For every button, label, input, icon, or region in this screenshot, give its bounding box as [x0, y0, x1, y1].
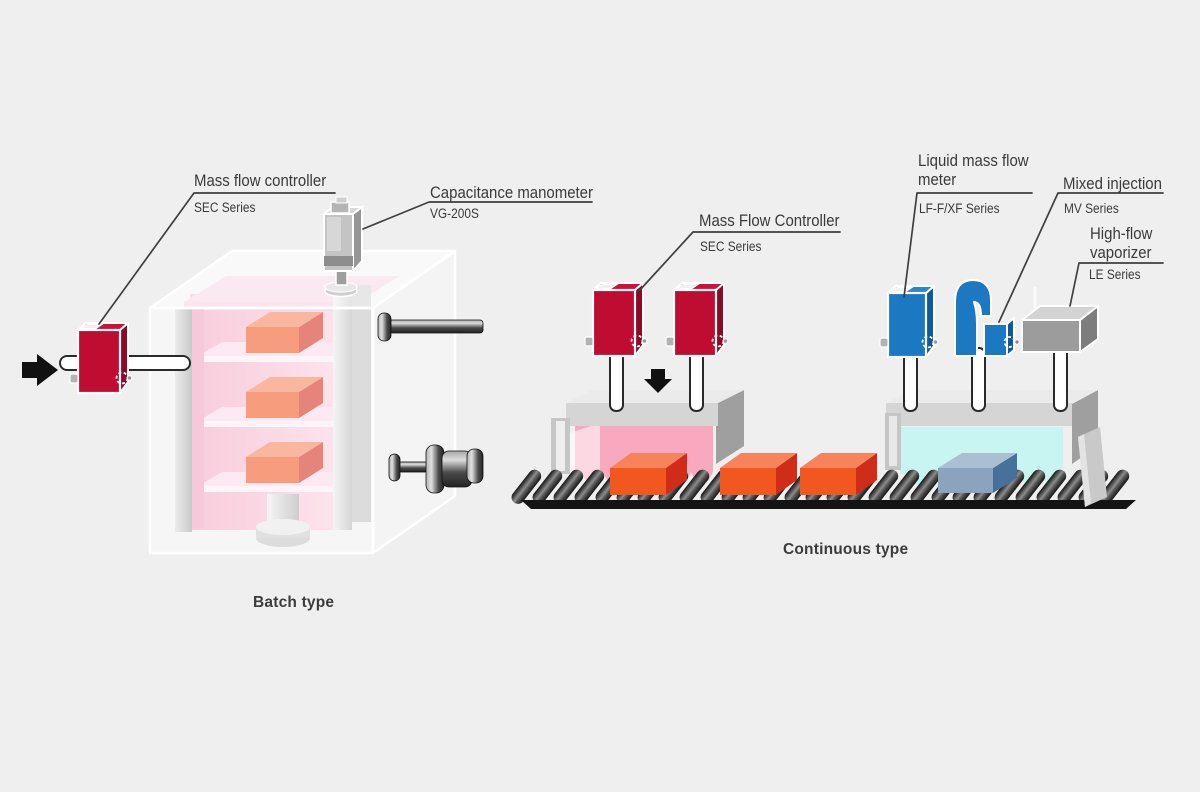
shelf-front	[198, 356, 335, 362]
batch-type-caption: Batch type	[253, 594, 335, 611]
label-cont-mfc-title: Mass Flow Controller	[699, 211, 840, 230]
hood-cyan-front-panel	[1078, 427, 1107, 507]
batch-mass-flow-controller-device	[69, 322, 133, 395]
oven-left-inner-wall	[192, 309, 204, 528]
pipe	[1053, 344, 1068, 412]
conveyor-box-orange	[610, 453, 687, 495]
conveyor-roller	[574, 469, 605, 504]
continuous-type-caption: Continuous type	[783, 541, 909, 558]
leader-mass-flow-controller	[98, 192, 336, 325]
mixed-injection-device	[954, 279, 1020, 357]
oven-right-wall	[352, 285, 371, 522]
conveyor-roller	[868, 469, 899, 504]
oven-pedestal	[256, 494, 310, 547]
conveyor-roller	[1036, 469, 1067, 504]
continuous-devices	[584, 282, 939, 359]
substrate-box	[246, 377, 323, 418]
exhaust-rod	[377, 312, 484, 342]
conveyor-roller	[1099, 469, 1130, 504]
shelf-front	[198, 421, 335, 427]
conveyor-base	[521, 500, 1136, 509]
label-cont-mfc-series: SEC Series	[700, 239, 762, 254]
label-vaporizer-title: High-flow vaporizer	[1090, 224, 1153, 262]
pipe	[689, 349, 704, 412]
label-manometer-title: Capacitance manometer	[430, 183, 593, 202]
label-vaporizer-series: LE Series	[1089, 267, 1141, 282]
device-lid	[889, 287, 914, 292]
device-port	[584, 336, 594, 347]
shelf-front	[198, 486, 335, 492]
label-liquid-mfm-series: LF-F/XF Series	[919, 201, 1000, 216]
leader-liquid-mass-flow-meter	[903, 192, 1033, 298]
pipe	[971, 347, 986, 412]
pipe	[609, 349, 624, 412]
mass-flow-controller-device	[584, 282, 648, 358]
mass-flow-controller-device	[665, 282, 729, 358]
vacuum-valve	[388, 444, 484, 494]
liquid-mass-flow-meter-device	[879, 285, 939, 359]
continuous-line	[511, 279, 1136, 509]
capacitance-manometer-device	[321, 196, 365, 298]
device-lid	[675, 284, 700, 289]
conveyor-box-orange	[800, 453, 877, 495]
glass-front-face	[148, 306, 375, 555]
conveyor-box-orange	[720, 453, 797, 495]
label-liquid-mfm-title: Liquid mass flow meter	[918, 151, 1029, 189]
flow-arrow-down-icon	[644, 369, 672, 393]
device-lid	[79, 324, 104, 329]
label-batch-mfc-title: Mass flow controller	[194, 171, 327, 190]
substrate-box	[246, 442, 323, 483]
conveyor-roller	[889, 469, 920, 504]
device-port	[879, 337, 889, 348]
batch-glass-chamber	[148, 249, 457, 555]
conveyor-roller	[994, 469, 1025, 504]
label-batch-mfc-series: SEC Series	[194, 200, 256, 215]
conveyor-roller	[511, 469, 542, 504]
mass-flow-controller-device	[69, 322, 133, 395]
leader-cont-mass-flow-controller	[638, 231, 841, 292]
conveyor-roller	[679, 469, 710, 504]
device-port	[69, 373, 79, 384]
leader-mixed-injection	[998, 192, 1164, 323]
substrate-box	[246, 312, 323, 353]
conveyor-roller	[1015, 469, 1046, 504]
leader-capacitance-manometer	[362, 201, 593, 230]
high-flow-vaporizer-device	[1021, 287, 1099, 353]
conveyor-boxes	[610, 453, 1017, 495]
device-port	[665, 336, 675, 347]
conveyor-roller	[910, 469, 941, 504]
device-lid	[594, 284, 619, 289]
oven-right-pillar	[333, 297, 352, 530]
leader-lines	[98, 192, 1164, 325]
oven-substrate-boxes	[246, 312, 323, 483]
conveyor-box-coated	[938, 453, 1017, 493]
conveyor-roller	[532, 469, 563, 504]
conveyor-roller	[553, 469, 584, 504]
label-manometer-series: VG-200S	[430, 206, 479, 221]
label-mixed-injection-series: MV Series	[1064, 201, 1119, 216]
flow-arrow-right-icon	[22, 354, 58, 386]
conveyor-roller	[1057, 469, 1088, 504]
label-mixed-injection-title: Mixed injection	[1063, 174, 1162, 193]
leader-high-flow-vaporizer	[1069, 262, 1164, 307]
